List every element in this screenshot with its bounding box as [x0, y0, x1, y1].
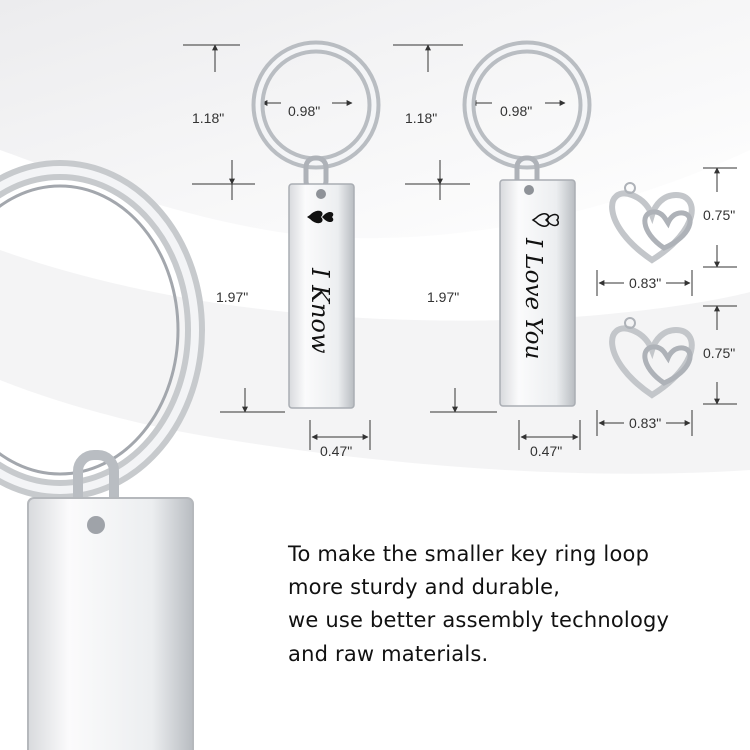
description-line-3: we use better assembly technology — [288, 608, 670, 633]
heart-width-label-1: 0.83" — [629, 275, 661, 291]
heart-height-label-1: 0.75" — [703, 207, 735, 223]
heart-charm-1 — [609, 182, 695, 264]
description-line-2: more sturdy and durable, — [288, 575, 561, 600]
large-keyring-closeup — [0, 160, 205, 750]
description-line-4: and raw materials. — [288, 641, 489, 666]
ring-diameter-label-1: 0.98" — [288, 103, 320, 119]
engraving-i-know: I Know — [306, 267, 334, 354]
ring-height-label-2: 1.18" — [405, 110, 437, 126]
ring-diameter-label-2: 0.98" — [500, 103, 532, 119]
heart-height-label-2: 0.75" — [703, 345, 735, 361]
heart-engraving-icon — [307, 210, 334, 224]
ring-height-label-1: 1.18" — [192, 110, 224, 126]
keychain-2-dimensions — [393, 44, 581, 450]
product-description: To make the smaller key ring loop more s… — [288, 538, 738, 671]
tag-height-label-2: 1.97" — [427, 289, 459, 305]
heart-outline-engraving-icon — [531, 213, 560, 227]
keychain-1-dimensions — [183, 44, 371, 450]
keychain-i-love-you — [462, 40, 592, 407]
keychain-i-know — [251, 40, 381, 409]
engraving-i-love-you: I Love You — [520, 237, 546, 359]
heart-charm-dimensions — [596, 167, 737, 436]
heart-width-label-2: 0.83" — [629, 415, 661, 431]
tag-width-label-1: 0.47" — [320, 443, 352, 459]
tag-height-label-1: 1.97" — [216, 289, 248, 305]
tag-width-label-2: 0.47" — [530, 443, 562, 459]
heart-charm-2 — [609, 317, 695, 399]
description-line-1: To make the smaller key ring loop — [288, 542, 650, 566]
